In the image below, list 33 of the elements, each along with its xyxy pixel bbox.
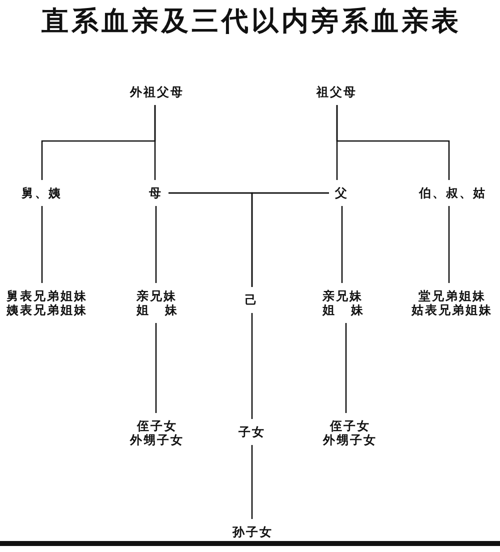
kinship-label: 子女 — [238, 425, 266, 439]
kinship-label: 侄子女 — [136, 419, 178, 433]
connector-line — [336, 105, 450, 180]
kinship-label: 姐妹 — [136, 303, 177, 317]
kinship-label: 父 — [335, 186, 348, 200]
connector-line — [345, 323, 347, 413]
connector-line — [448, 206, 450, 283]
connector-line — [251, 313, 253, 419]
kinship-label: 伯、叔、姑 — [419, 186, 486, 200]
kinship-label: 外甥子女 — [323, 433, 377, 447]
kinship-label: 亲兄妹 — [136, 289, 177, 303]
kinship-label: 舅表兄弟姐妹 — [6, 289, 88, 303]
kinship-label: 舅、姨 — [22, 186, 62, 200]
chart-title: 直系血亲及三代以内旁系血亲表 — [42, 5, 462, 39]
kinship-label: 堂兄弟姐妹 — [417, 289, 487, 303]
connector-line — [155, 323, 157, 413]
kinship-label: 外祖父母 — [130, 85, 184, 99]
kinship-label: 孙子女 — [232, 525, 273, 539]
connector-line — [41, 206, 43, 283]
kinship-label: 己 — [245, 293, 258, 307]
kinship-label: 祖父母 — [316, 85, 357, 99]
kinship-label: 亲兄妹 — [322, 289, 363, 303]
kinship-label: 外甥子女 — [130, 433, 184, 447]
kinship-label: 姨表兄弟姐妹 — [6, 303, 88, 317]
kinship-label: 侄子女 — [328, 419, 372, 433]
connector-line — [251, 192, 329, 287]
connector-line — [155, 206, 157, 283]
kinship-label: 母 — [149, 186, 162, 200]
kinship-label: 姑表兄弟姐妹 — [412, 303, 492, 317]
connector-line — [341, 206, 343, 283]
kinship-label: 姐妹 — [322, 303, 363, 317]
connector-line — [251, 445, 253, 519]
connector-line — [41, 105, 156, 180]
